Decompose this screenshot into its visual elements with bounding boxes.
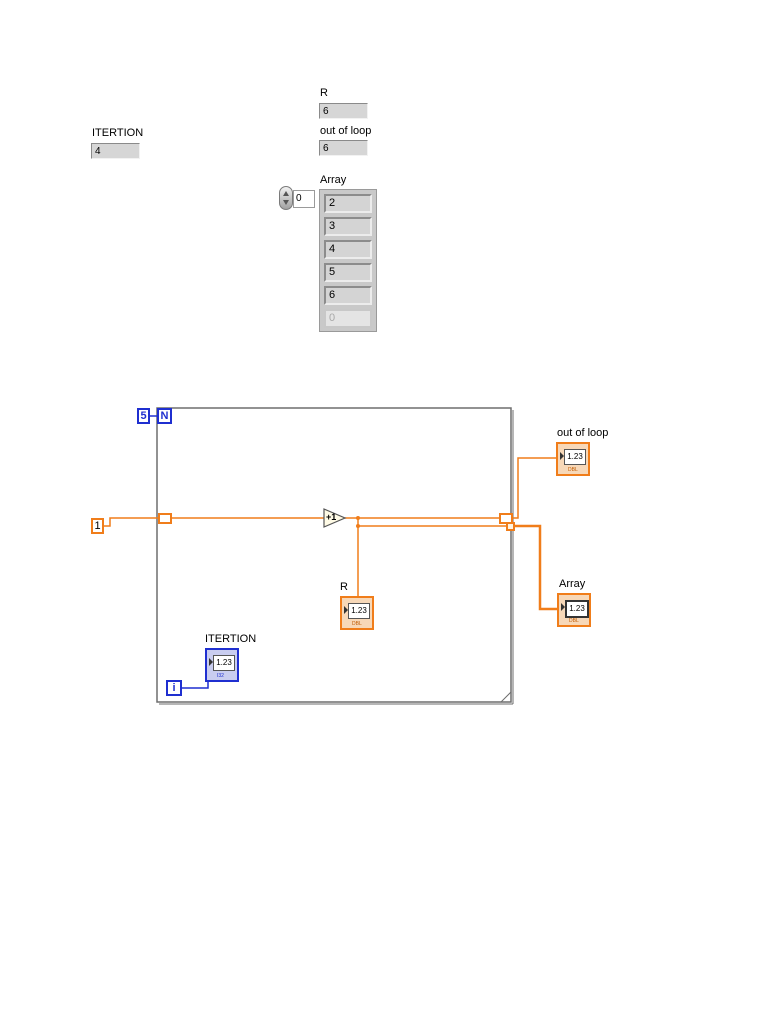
r-terminal[interactable]: 1.23 DBL	[340, 596, 374, 630]
auto-index-tunnel[interactable]	[506, 522, 515, 531]
out-of-loop-terminal-label: out of loop	[557, 427, 609, 439]
count-terminal[interactable]: N	[157, 408, 172, 424]
array-index-display[interactable]: 0	[293, 190, 315, 208]
array-terminal-display: 1.23	[565, 600, 589, 618]
iteration-indicator[interactable]: 4	[91, 143, 140, 159]
array-index-spinner-icon[interactable]	[279, 186, 293, 210]
r-terminal-type: DBL	[352, 621, 362, 627]
r-indicator[interactable]: 6	[319, 103, 368, 119]
array-element[interactable]: 2	[324, 194, 372, 213]
out-of-loop-wire[interactable]	[513, 457, 557, 519]
iteration-label: ITERTION	[92, 127, 144, 139]
array-terminal-type: DBL	[569, 618, 579, 624]
out-of-loop-terminal-type: DBL	[568, 467, 578, 473]
array-indicator[interactable]: 2 3 4 5 6 0	[319, 189, 377, 332]
out-of-loop-indicator[interactable]: 6	[319, 140, 368, 156]
shift-register-left[interactable]	[158, 513, 172, 524]
iteration-indicator-terminal[interactable]: 1.23 I32	[205, 648, 239, 682]
init-wire[interactable]	[104, 517, 159, 527]
increment-node-icon[interactable]	[323, 508, 347, 528]
array-label: Array	[320, 174, 347, 186]
array-element[interactable]: 4	[324, 240, 372, 259]
iteration-wire[interactable]	[182, 680, 209, 689]
initial-constant[interactable]: 1	[91, 518, 104, 534]
out-of-loop-terminal[interactable]: 1.23 DBL	[556, 442, 590, 476]
array-terminal-label: Array	[559, 578, 586, 590]
iteration-terminal-type: I32	[217, 673, 224, 679]
r-label: R	[320, 87, 328, 99]
array-terminal[interactable]: 1.23 DBL	[557, 593, 591, 627]
array-element-empty[interactable]: 0	[324, 309, 372, 328]
iteration-terminal-display: 1.23	[213, 655, 235, 671]
array-element[interactable]: 3	[324, 217, 372, 236]
out-of-loop-terminal-display: 1.23	[564, 449, 586, 465]
iteration-terminal[interactable]: i	[166, 680, 182, 696]
count-constant[interactable]: 5	[137, 408, 150, 424]
r-terminal-label: R	[340, 581, 348, 593]
for-loop-structure[interactable]	[156, 407, 514, 705]
array-element[interactable]: 6	[324, 286, 372, 305]
array-wire[interactable]	[514, 524, 557, 611]
array-element[interactable]: 5	[324, 263, 372, 282]
out-of-loop-label: out of loop	[320, 125, 372, 137]
iteration-terminal-label: ITERTION	[205, 633, 257, 645]
r-terminal-display: 1.23	[348, 603, 370, 619]
increment-symbol: +1	[326, 512, 337, 522]
